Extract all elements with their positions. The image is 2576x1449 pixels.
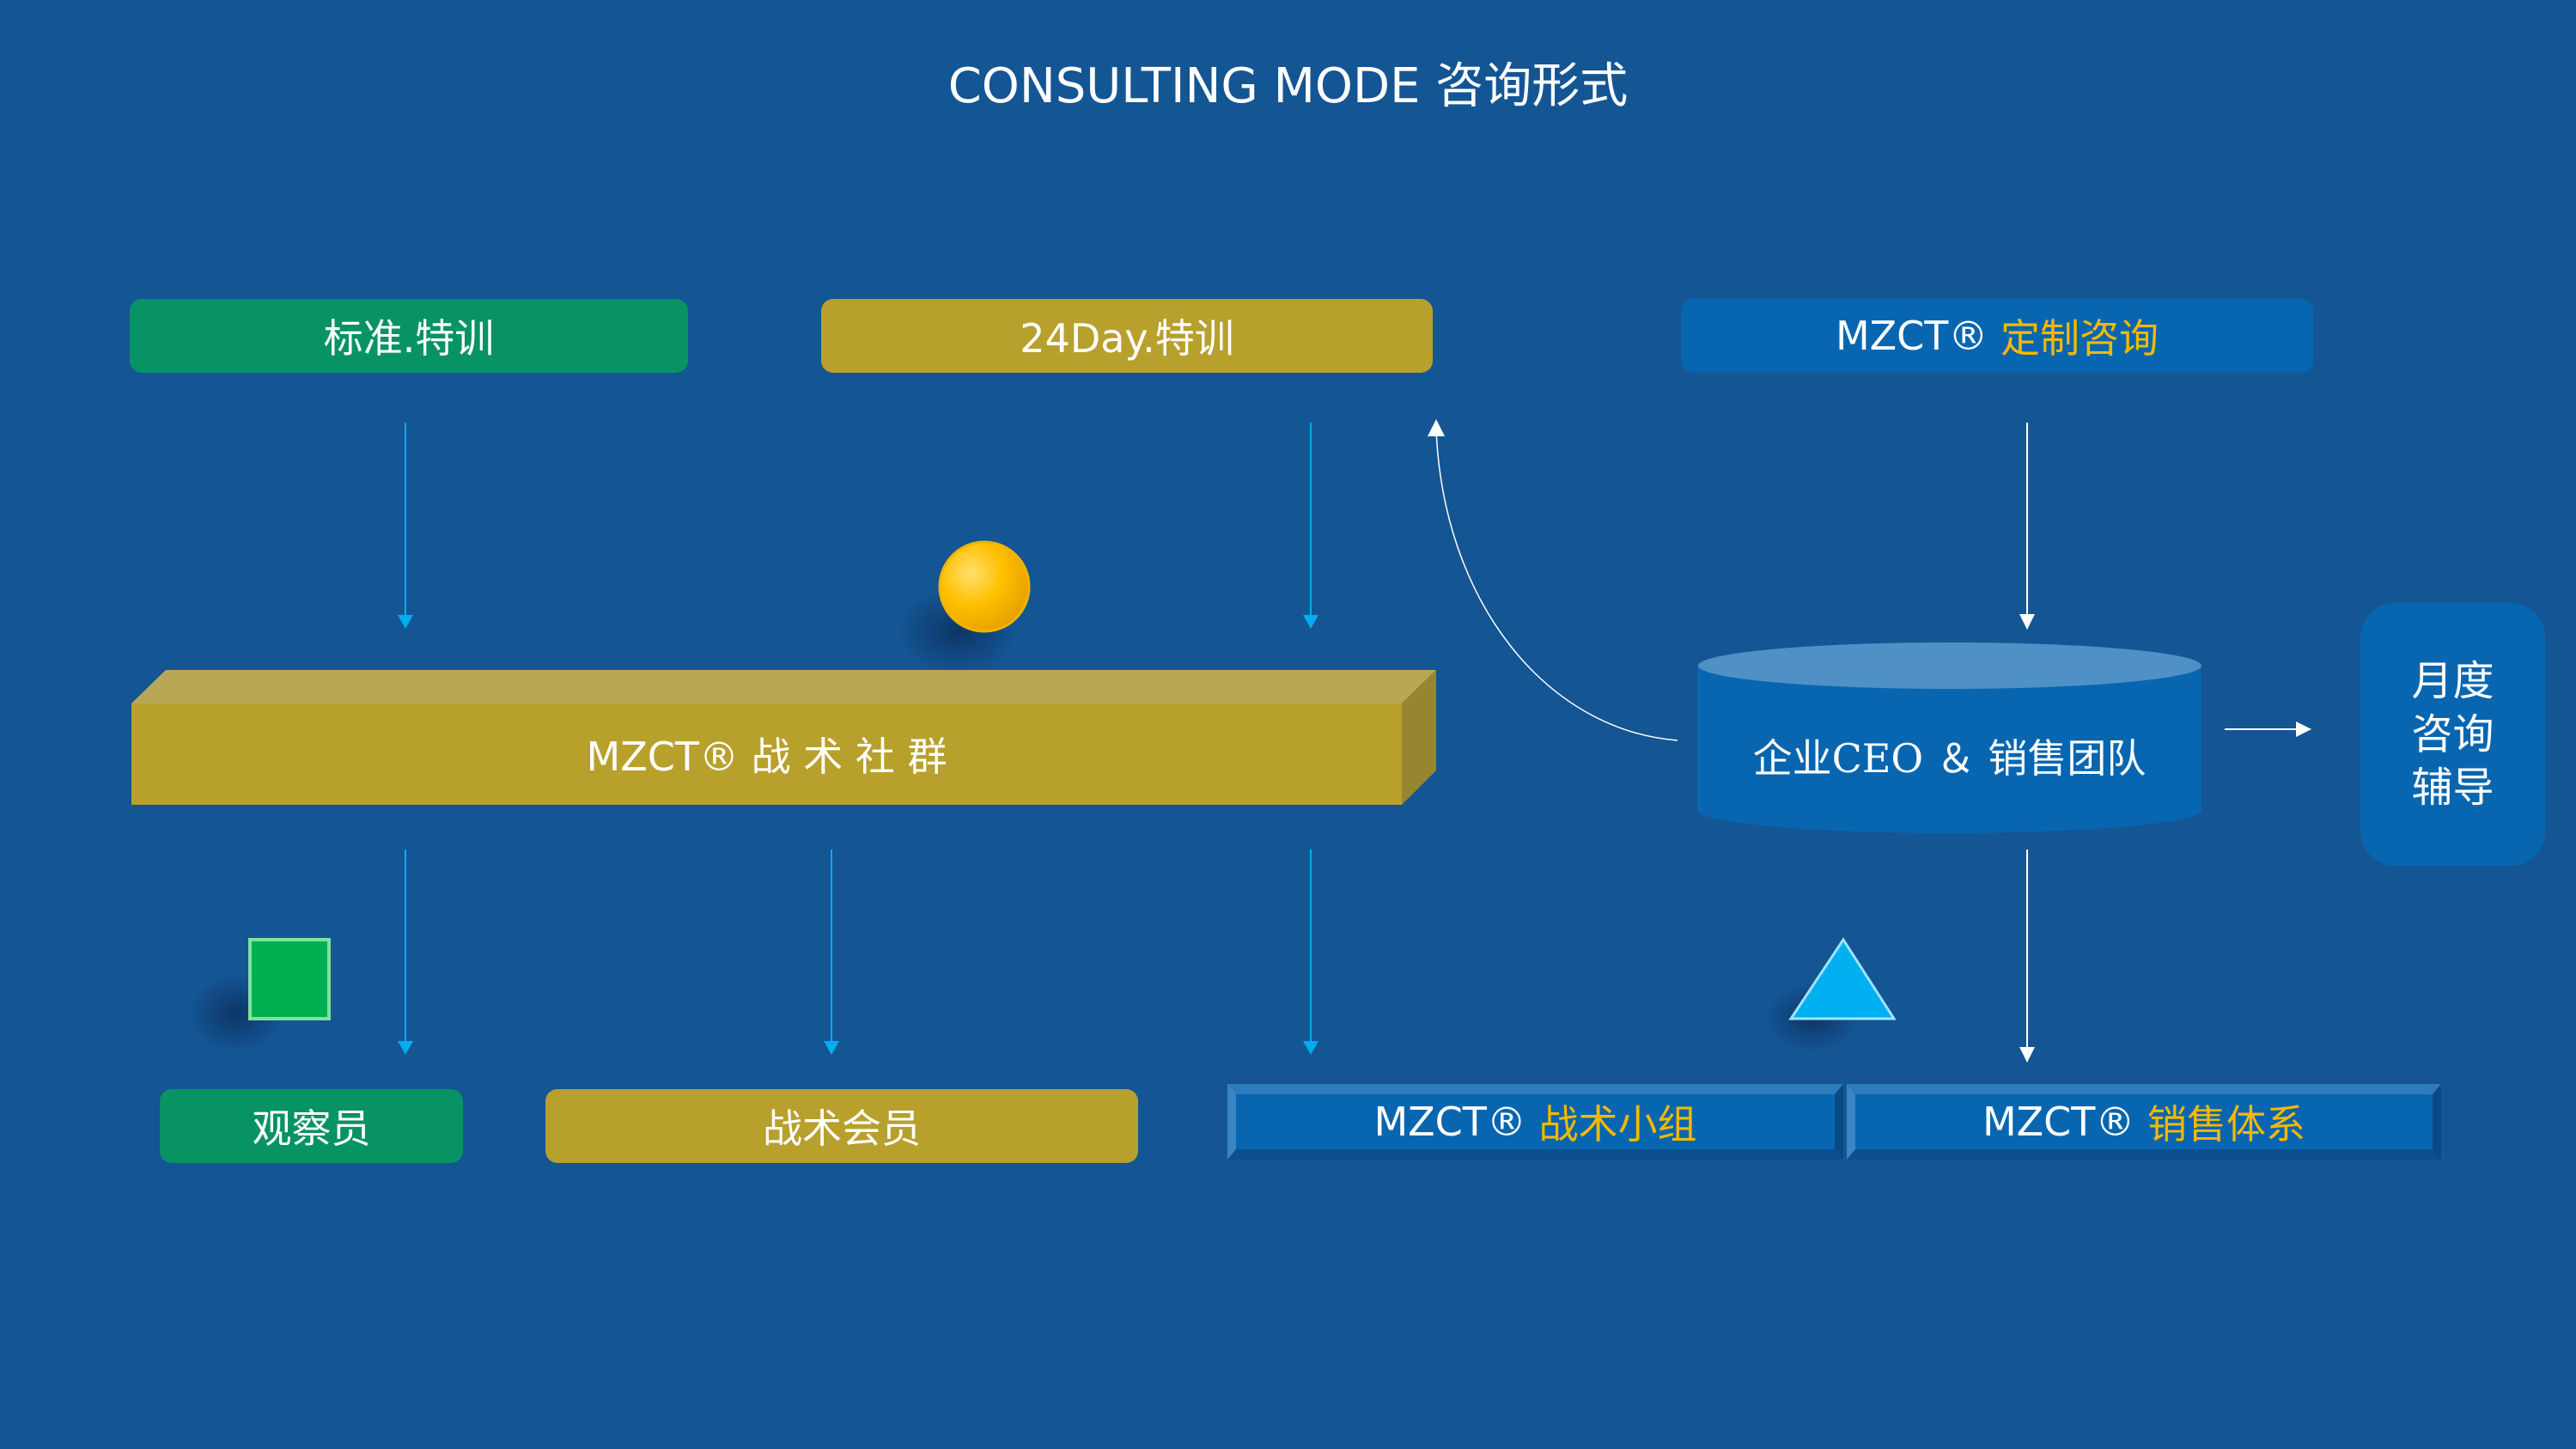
- cyan-arrows: [398, 423, 1318, 1055]
- yellow-ball-icon: [938, 540, 1031, 633]
- ceo-team-cylinder: [1697, 642, 2201, 834]
- custom-highlight: 定制咨询: [2001, 315, 2159, 362]
- sales-system-box: MZCT® 销售体系: [1847, 1084, 2441, 1160]
- tactical-group-box: MZCT® 战术小组: [1227, 1084, 1843, 1160]
- 24day-training-box: 24Day.特训: [821, 299, 1433, 373]
- group-prefix: MZCT®: [1373, 1099, 1526, 1145]
- community-bar-3d: [131, 670, 1436, 805]
- system-highlight: 销售体系: [2147, 1101, 2306, 1148]
- blue-triangle-icon: [1788, 937, 1897, 1020]
- standard-training-box: 标准.特训: [130, 299, 688, 373]
- green-square-icon: [248, 938, 331, 1020]
- tactical-member-box: 战术会员: [545, 1089, 1138, 1163]
- page-title: CONSULTING MODE 咨询形式: [947, 58, 1629, 114]
- custom-consulting-box: MZCT® 定制咨询: [1681, 299, 2313, 373]
- custom-prefix: MZCT®: [1835, 313, 1988, 359]
- group-highlight: 战术小组: [1538, 1101, 1697, 1148]
- ceo-team-label: 企业CEO ＆ 销售团队: [1752, 735, 2147, 782]
- community-label: MZCT® 战 术 社 群: [586, 734, 947, 780]
- system-prefix: MZCT®: [1982, 1099, 2135, 1145]
- observer-box: 观察员: [160, 1089, 463, 1163]
- monthly-coaching-box: 月度 咨询 辅导: [2360, 603, 2545, 866]
- white-arrows: [1428, 419, 2311, 1062]
